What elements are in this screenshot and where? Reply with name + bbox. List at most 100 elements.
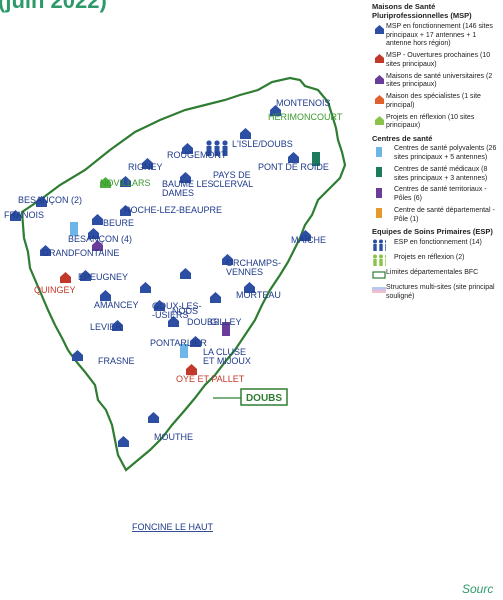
people-green-icon (373, 254, 386, 266)
place-label: RIGNEY (128, 162, 163, 172)
place-label: FRANOIS (4, 210, 44, 220)
place-label: PONT DE ROIDE (258, 162, 329, 172)
legend-item-cs-polyvalent: Centres de santé polyvalents (26 sites p… (372, 145, 503, 163)
legend-item-cs-medical: Centres de santé médicaux (8 sites princ… (372, 166, 503, 184)
building-orange-icon (376, 208, 382, 219)
house-orange-icon (374, 95, 384, 104)
place-label: L'ISLE/DOUBS (232, 139, 293, 149)
border-swatch-icon (372, 271, 386, 279)
building-icon (312, 152, 320, 166)
place-label: ET MIJOUX (203, 356, 251, 366)
house-red-icon (374, 54, 384, 63)
esp-person-icon (214, 140, 220, 146)
place-label: DOUBS (187, 317, 219, 327)
house-icon (36, 196, 47, 207)
building-lightblue-icon (376, 146, 382, 157)
legend-item-msp-university: Maisons de santé universitaires (2 sites… (372, 73, 503, 91)
house-icon (92, 214, 103, 225)
place-label: ORCHAMPS- (226, 258, 281, 268)
building-icon (70, 222, 78, 236)
doubs-label: DOUBS (246, 393, 282, 404)
esp-person-icon (222, 140, 228, 146)
place-label: ROUGEMONT (167, 150, 227, 160)
place-label: ROCHE-LEZ-BEAUPRE (124, 205, 222, 215)
house-icon (92, 240, 103, 251)
house-icon (100, 290, 111, 301)
house-icon (120, 176, 131, 187)
place-label: MONTENOIS (276, 98, 331, 108)
place-label: MAÎCHE (291, 235, 326, 245)
place-label: PAYS DE (213, 170, 251, 180)
doubs-map: DOUBS MONTENOIS HERIMONCOURT ROUGEMONT L'IS… (4, 76, 347, 532)
house-icon (140, 282, 151, 293)
place-label: -USIERS (152, 310, 189, 320)
legend-item-multisite: Structures multi-sites (site principal s… (372, 284, 503, 302)
building-teal-icon (376, 167, 382, 178)
house-icon (80, 270, 91, 281)
legend-item-cs-territorial: Centres de santé territoriaux - Pôles (6… (372, 186, 503, 204)
house-icon (40, 245, 51, 256)
esp-person-body (222, 146, 228, 156)
place-label: VENNES (226, 267, 263, 277)
place-label: EPEUGNEY (78, 272, 128, 282)
place-label: BEURE (103, 218, 134, 228)
house-icon (118, 436, 129, 447)
house-icon (100, 177, 111, 188)
place-label: CLERVAL (213, 179, 253, 189)
multisite-lines-icon (372, 287, 386, 293)
house-icon (222, 254, 233, 265)
building-icon (222, 322, 230, 336)
house-icon (300, 230, 311, 241)
place-label: GRANDFONTAINE (42, 248, 119, 258)
house-icon (88, 228, 99, 239)
esp-person-icon (206, 140, 212, 146)
house-icon (168, 316, 179, 327)
legend-item-msp-opening: MSP - Ouvertures prochaines (10 sites pr… (372, 52, 503, 70)
house-blue-icon (374, 24, 384, 34)
legend-item-msp-active: MSP en fonctionnement (146 sites princip… (372, 23, 503, 49)
house-icon (210, 292, 221, 303)
house-icon (182, 143, 193, 154)
house-icon (148, 412, 159, 423)
house-icon (270, 105, 281, 116)
place-label: FONCINE LE HAUT (132, 522, 214, 532)
doubs-label-box (240, 388, 288, 406)
legend: Maisons de Santé Pluriprofessionnelles (… (372, 0, 503, 304)
esp-person-body (214, 146, 220, 156)
building-purple-icon (376, 187, 382, 198)
house-purple-icon (374, 74, 384, 84)
place-label: LEVIER (90, 322, 123, 332)
house-icon (142, 158, 153, 169)
place-label: GILLEY (210, 317, 242, 327)
legend-item-msp-specialists: Maison des spécialistes (1 site principa… (372, 93, 503, 111)
house-icon (60, 272, 71, 283)
house-icon (10, 210, 21, 221)
place-label: MOUTHE (154, 432, 193, 442)
legend-item-msp-projects: Projets en réflexion (10 sites principau… (372, 114, 503, 132)
house-icon (190, 336, 201, 347)
place-label: BAUME LES (162, 179, 214, 189)
building-icon (180, 344, 188, 358)
map-title: (juin 2022) (0, 0, 107, 13)
place-label: QUINGEY (34, 285, 76, 295)
place-label: LA CLUSE (203, 347, 246, 357)
house-icon (240, 128, 251, 139)
place-label: HERIMONCOURT (268, 112, 343, 122)
house-green-icon (374, 115, 384, 125)
place-label: AMANCEY (94, 300, 139, 310)
place-label: BESANÇON (2) (18, 195, 82, 205)
house-icon (180, 268, 191, 279)
house-icon (72, 350, 83, 361)
source-note: Sourc (462, 582, 494, 596)
place-label: FRASNE (98, 356, 135, 366)
house-icon (112, 320, 123, 331)
place-label: PONTARLIER (150, 338, 207, 348)
house-icon (244, 282, 255, 293)
legend-item-esp-active: ESP en fonctionnement (14) (372, 239, 503, 251)
legend-item-cs-departmental: Centre de santé départemental - Pôle (1) (372, 207, 503, 225)
esp-person-body (206, 146, 212, 156)
legend-cs-heading: Centres de santé (372, 134, 433, 143)
place-label: NOVILLARS (100, 178, 151, 188)
place-label: MORTEAU (236, 290, 281, 300)
legend-item-esp-projects: Projets en réflexion (2) (372, 254, 503, 266)
